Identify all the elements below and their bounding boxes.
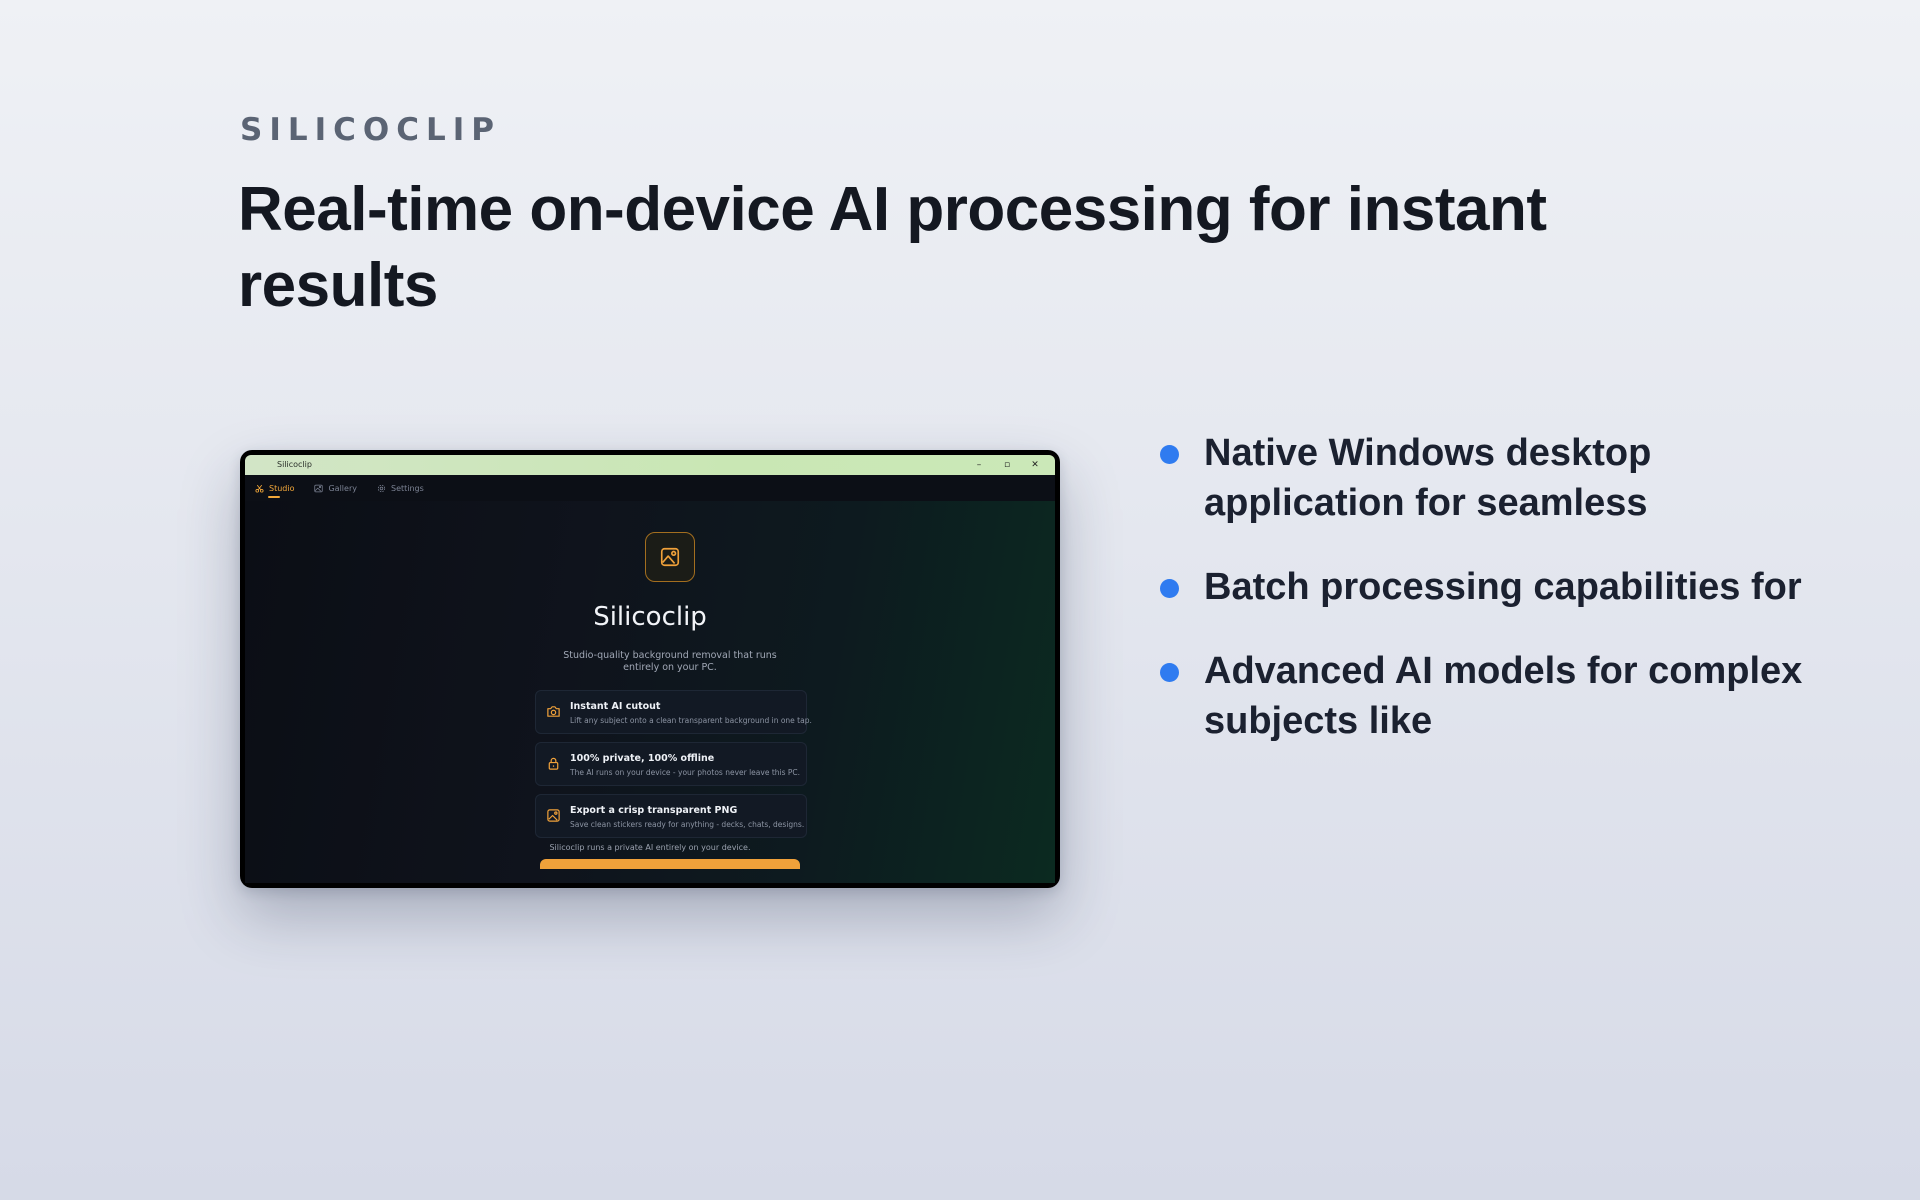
image-icon bbox=[314, 484, 324, 492]
nav-item-label: Studio bbox=[269, 483, 295, 493]
image-icon bbox=[547, 809, 560, 822]
feature-card: Export a crisp transparent PNG Save clea… bbox=[535, 794, 807, 838]
feature-desc: The AI runs on your device - your photos… bbox=[570, 768, 801, 777]
bullet-dot bbox=[1160, 445, 1179, 464]
headline: Real-time on-device AI processing for in… bbox=[238, 175, 1547, 320]
feature-title: 100% private, 100% offline bbox=[570, 753, 715, 764]
nav-item-settings[interactable]: Settings bbox=[377, 475, 424, 501]
studio-view: Silicoclip Studio-quality background rem… bbox=[245, 501, 1055, 883]
primary-action-button[interactable] bbox=[540, 859, 800, 869]
close-button[interactable]: ✕ bbox=[1031, 460, 1039, 470]
bullet-dot bbox=[1160, 579, 1179, 598]
feature-card: Instant AI cutout Lift any subject onto … bbox=[535, 690, 812, 734]
bullet-text: Advanced AI models for complex subjects … bbox=[1204, 650, 1803, 742]
feature-title: Export a crisp transparent PNG bbox=[570, 805, 738, 816]
bullet-text: Native Windows desktop application for s… bbox=[1204, 432, 1652, 524]
app-tagline: Studio-quality background removal that r… bbox=[563, 650, 777, 673]
nav-bar: Studio Gallery Settings bbox=[245, 475, 1055, 501]
camera-icon bbox=[547, 706, 560, 717]
feature-title: Instant AI cutout bbox=[570, 701, 661, 712]
nav-item-label: Gallery bbox=[328, 483, 357, 493]
bullet-text: Batch processing capabilities for bbox=[1204, 566, 1802, 608]
bullet-dot bbox=[1160, 663, 1179, 682]
lock-icon bbox=[548, 757, 559, 770]
feature-card: 100% private, 100% offline The AI runs o… bbox=[535, 742, 807, 786]
gear-icon bbox=[377, 484, 386, 492]
app-name: Silicoclip bbox=[593, 602, 707, 632]
footer-note: Silicoclip runs a private AI entirely on… bbox=[549, 843, 751, 852]
app-window: Silicoclip – ▫ ✕ Studio Gallery Settings bbox=[245, 455, 1055, 883]
nav-item-studio[interactable]: Studio bbox=[255, 475, 294, 501]
bullet-item: Advanced AI models for complex subjects … bbox=[1160, 646, 1860, 746]
eyebrow: SILICOCLIP bbox=[240, 112, 502, 148]
maximize-button[interactable]: ▫ bbox=[1003, 460, 1011, 470]
title-bar[interactable]: Silicoclip – ▫ ✕ bbox=[245, 455, 1055, 475]
app-screenshot: Silicoclip – ▫ ✕ Studio Gallery Settings bbox=[240, 450, 1060, 888]
app-logo bbox=[645, 532, 695, 582]
image-icon bbox=[660, 547, 680, 567]
window-controls: – ▫ ✕ bbox=[965, 458, 1049, 472]
bullet-item: Batch processing capabilities for bbox=[1160, 562, 1860, 612]
feature-desc: Save clean stickers ready for anything -… bbox=[570, 820, 805, 829]
feature-desc: Lift any subject onto a clean transparen… bbox=[570, 716, 812, 725]
feature-bullets: Native Windows desktop application for s… bbox=[1160, 428, 1860, 780]
nav-item-gallery[interactable]: Gallery bbox=[314, 475, 357, 501]
minimize-button[interactable]: – bbox=[976, 460, 982, 470]
bullet-item: Native Windows desktop application for s… bbox=[1160, 428, 1860, 528]
window-title: Silicoclip bbox=[277, 460, 312, 469]
scissors-icon bbox=[255, 484, 264, 493]
nav-item-label: Settings bbox=[390, 483, 424, 493]
